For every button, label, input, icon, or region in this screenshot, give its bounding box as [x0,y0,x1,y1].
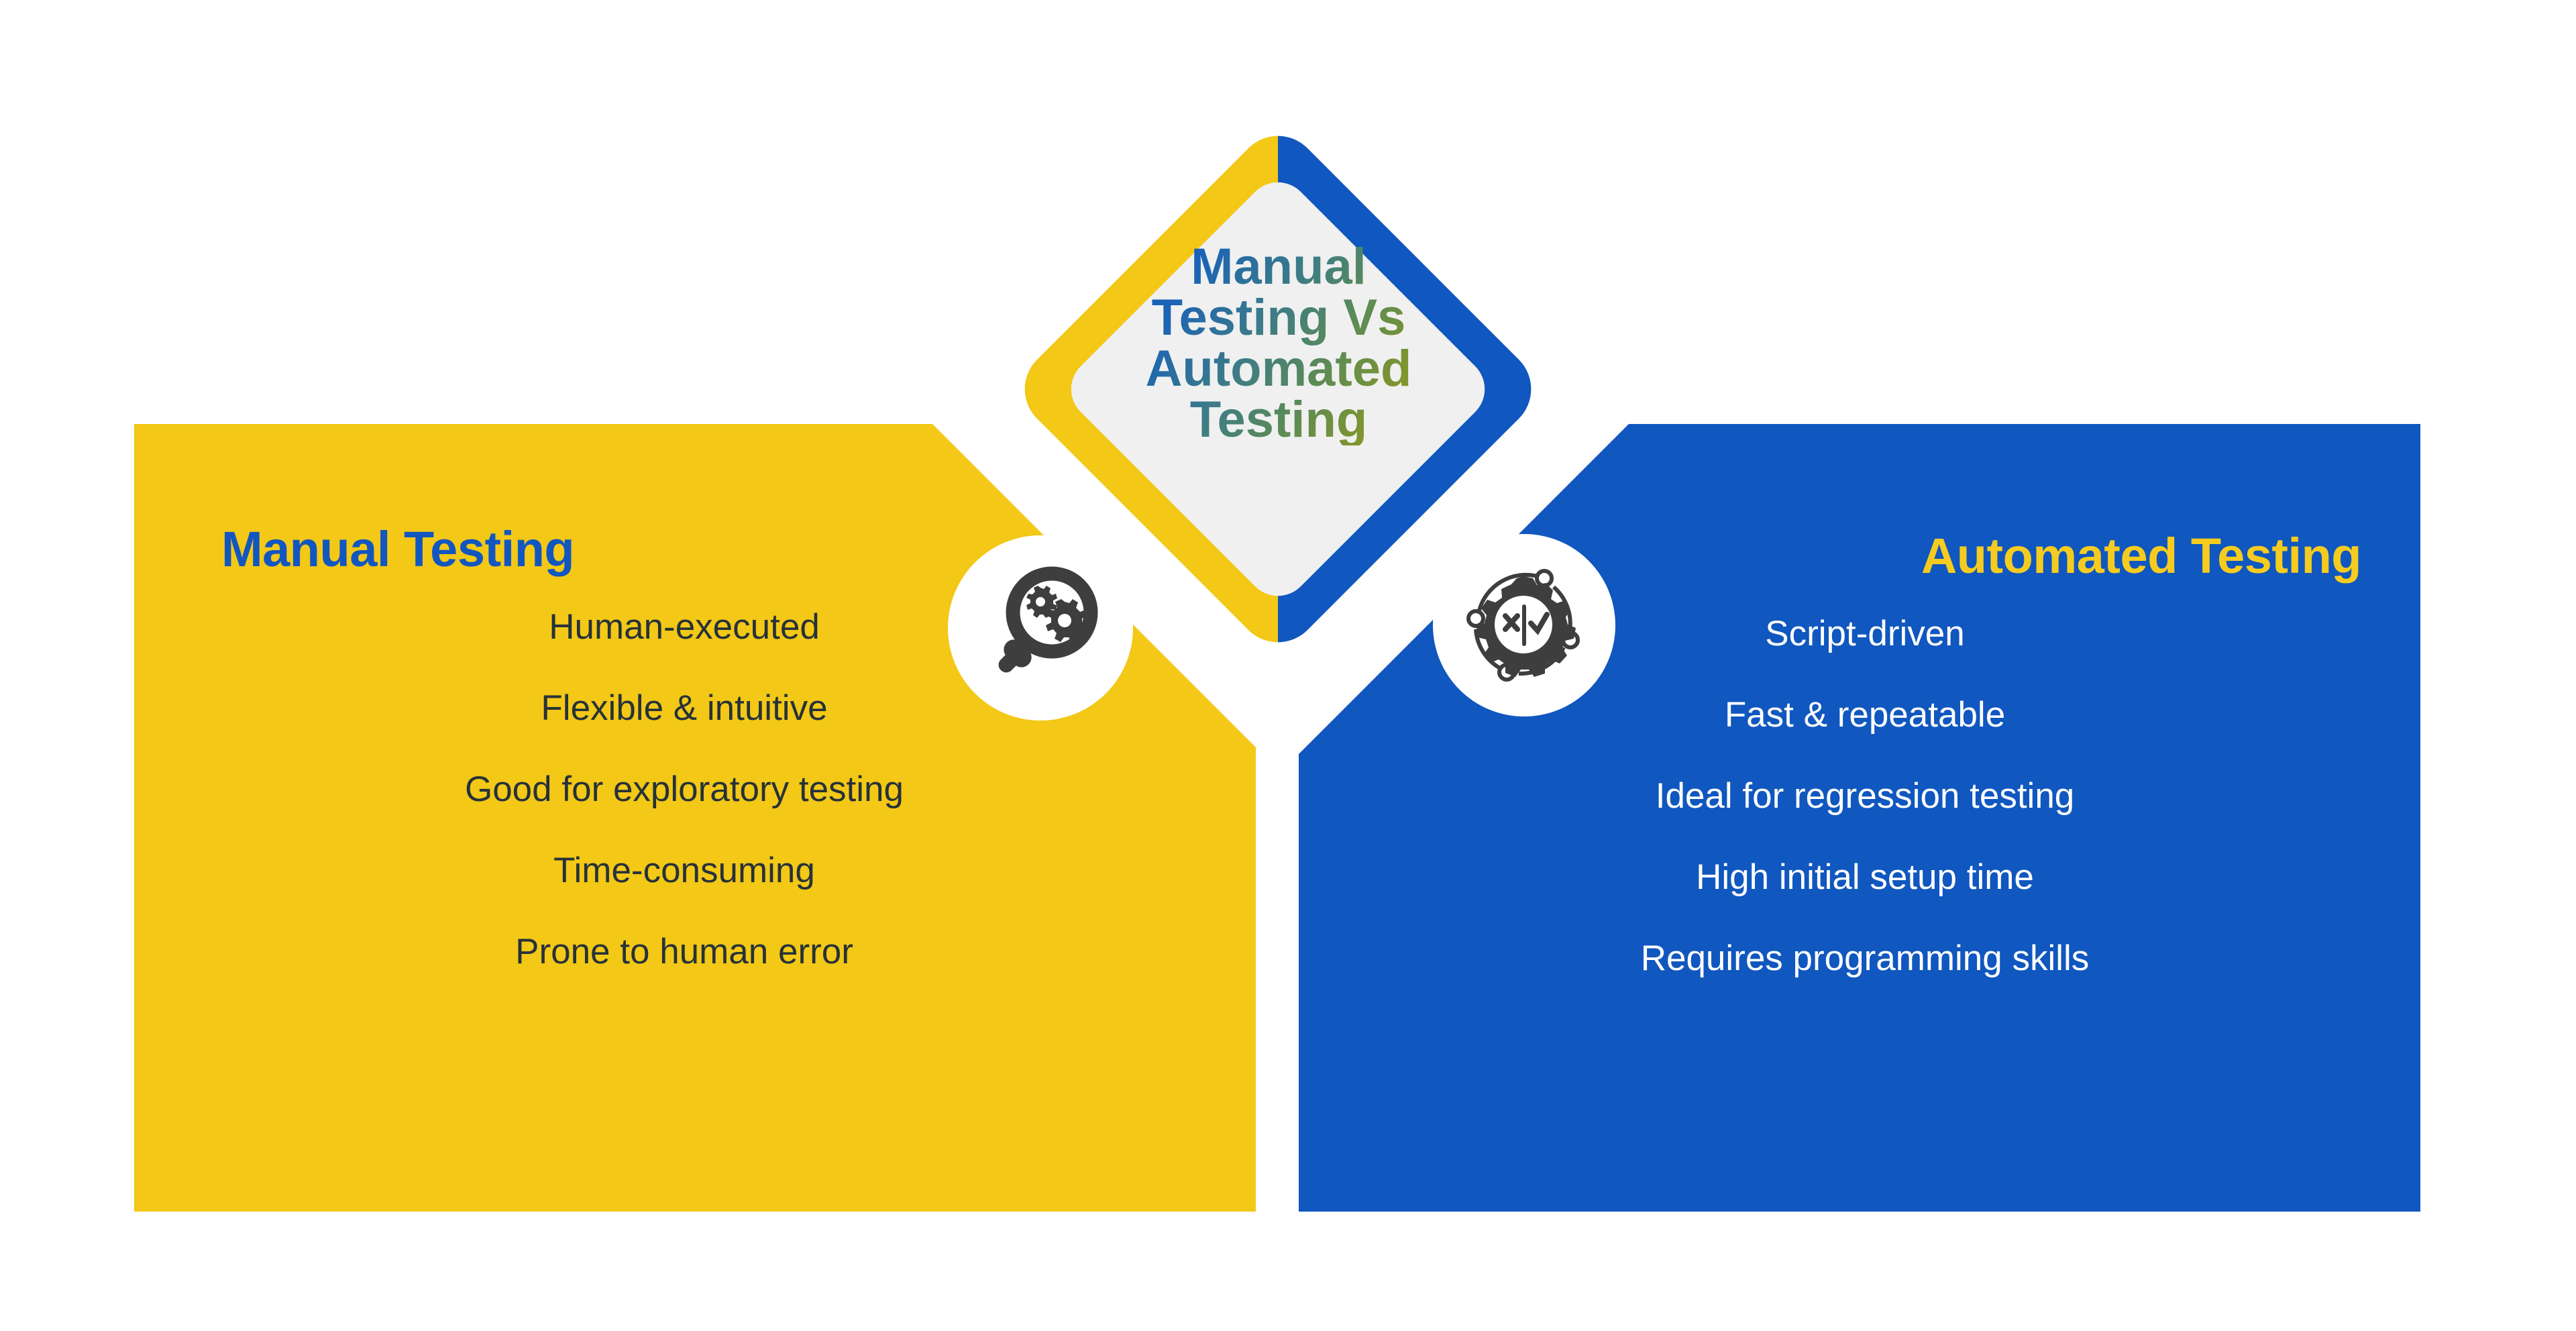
list-item: Requires programming skills [1640,939,2090,979]
center-title-line: Automated [1145,340,1412,397]
center-title-line: Testing Vs [1151,289,1406,346]
diamond-inner [1071,182,1485,596]
manual-testing-icon-badge [948,535,1133,721]
list-item: Prone to human error [515,932,853,972]
list-item: Fast & repeatable [1724,695,2006,735]
manual-testing-content: Manual Testing Human-executed Flexible &… [161,523,1208,969]
gear-test-check-icon [1466,569,1580,682]
diamond-shape-svg [1024,136,1532,643]
list-item: Flexible & intuitive [541,688,828,729]
manual-testing-list: Human-executed Flexible & intuitive Good… [161,609,1208,969]
center-title: Manual Testing Vs Automated Testing [1106,242,1452,445]
automated-testing-content: Automated Testing Script-driven Fast & r… [1342,528,2388,976]
list-item: Human-executed [549,607,820,647]
center-title-line: Testing [1189,391,1368,448]
center-diamond [976,87,1580,691]
list-item: Script-driven [1765,614,1965,654]
list-item: High initial setup time [1696,857,2034,898]
automated-testing-list: Script-driven Fast & repeatable Ideal fo… [1342,616,2388,976]
automated-testing-heading: Automated Testing [1921,528,2362,584]
diamond-outer-left [1024,136,1278,643]
list-item: Time-consuming [553,851,815,891]
manual-testing-heading: Manual Testing [221,521,575,577]
magnifier-gears-icon [998,566,1098,673]
automated-testing-icon-badge [1433,534,1615,716]
center-title-line: Manual [1191,238,1366,295]
diamond-outer-right [1278,136,1532,643]
list-item: Good for exploratory testing [464,769,904,810]
list-item: Ideal for regression testing [1655,776,2075,816]
